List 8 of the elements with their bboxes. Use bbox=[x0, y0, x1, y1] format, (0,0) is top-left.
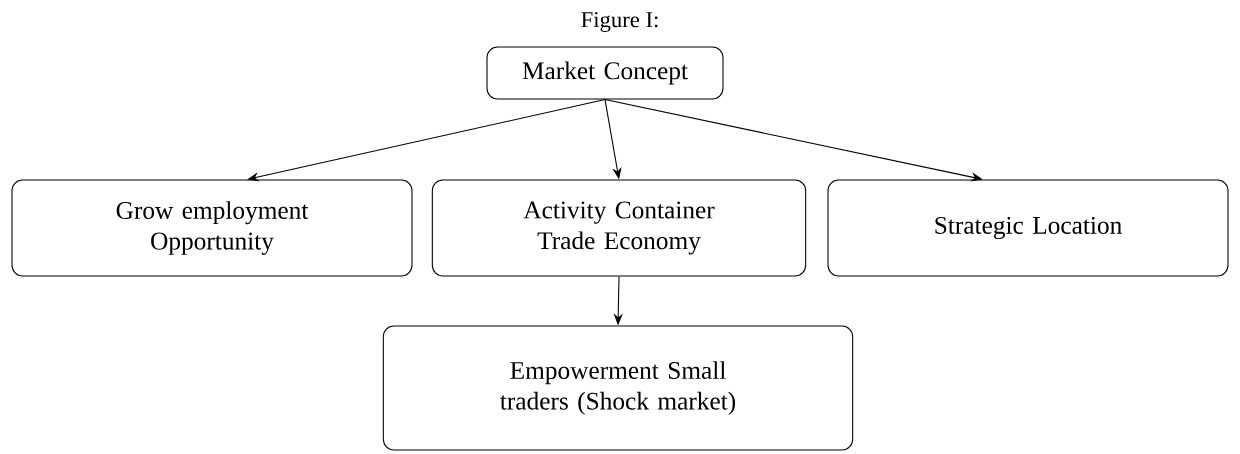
arrow bbox=[247, 99, 606, 182]
process-box: Grow employment Opportunity bbox=[11, 179, 413, 277]
process-box: Activity Container Trade Economy bbox=[431, 179, 807, 277]
process-box: Empowerment Small traders (Shock market) bbox=[382, 325, 854, 451]
figure-title: Figure I: bbox=[581, 12, 658, 32]
process-box: Market Concept bbox=[486, 46, 724, 100]
process-box: Strategic Location bbox=[827, 179, 1229, 277]
arrow bbox=[604, 99, 983, 182]
